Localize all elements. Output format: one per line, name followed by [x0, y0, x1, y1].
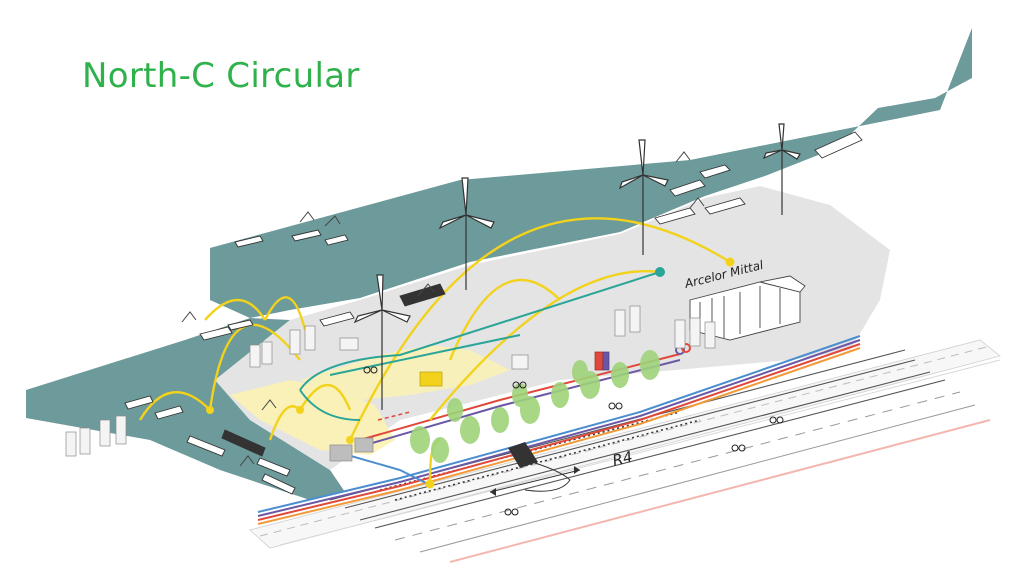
teal-endpoint [655, 267, 665, 277]
water-channel [210, 28, 972, 318]
cranes [181, 151, 705, 467]
red-dashed-link [377, 411, 411, 421]
cyclists [363, 366, 784, 516]
wind-turbines [353, 123, 801, 410]
diagram-title: North-C Circular [82, 56, 360, 96]
yellow-zone [230, 380, 395, 455]
industrial-blocks [65, 305, 716, 462]
flow-endpoints [206, 257, 735, 489]
teal-flow-lines [299, 271, 661, 421]
arcelor-mittal-buildings [689, 275, 806, 341]
tram [489, 442, 581, 496]
ships [124, 131, 863, 495]
tree-row [410, 350, 660, 463]
road-label: R4 [611, 448, 635, 470]
water-harbor [26, 318, 345, 500]
